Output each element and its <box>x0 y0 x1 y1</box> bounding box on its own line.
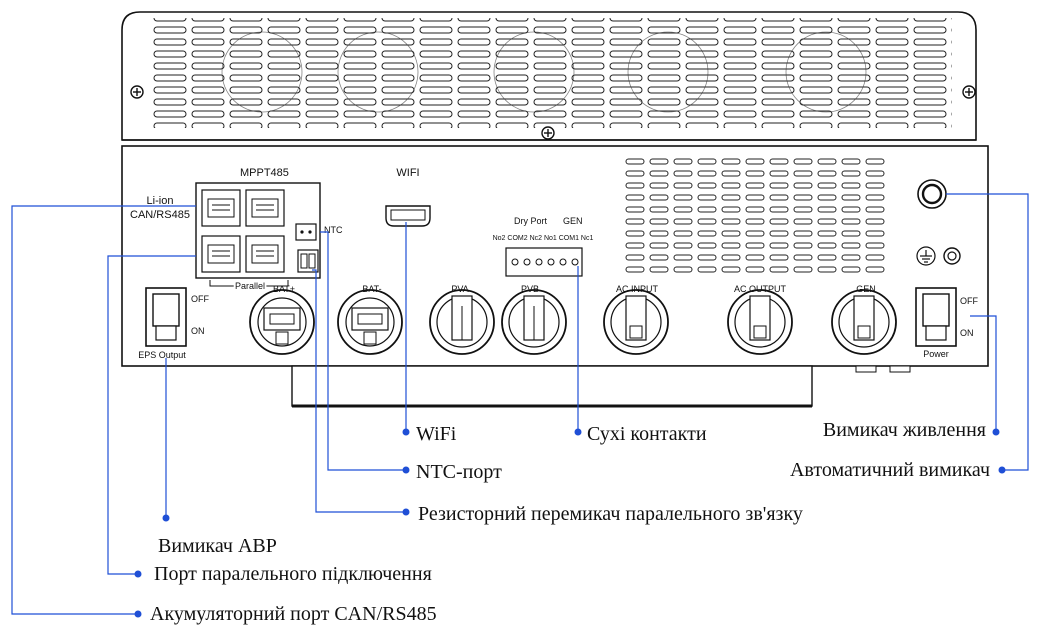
ntc-connector[interactable] <box>295 223 317 241</box>
wifi-port-label: WIFI <box>396 167 419 179</box>
mppt485-label: MPPT485 <box>240 167 289 179</box>
power-switch[interactable] <box>915 287 957 347</box>
ac-input-connector[interactable] <box>603 289 669 355</box>
can-rs485-label: CAN/RS485 <box>130 209 190 221</box>
wifi-port[interactable] <box>385 205 431 227</box>
comm-port-block <box>195 182 321 287</box>
eps-off-label: OFF <box>191 294 209 304</box>
ac-output-label: AC OUTPUT <box>734 284 787 294</box>
leader-parallel-port <box>107 255 196 575</box>
pva-connector[interactable] <box>429 289 495 355</box>
callout-leaders <box>11 193 1029 615</box>
screw-icon <box>962 85 976 99</box>
mounting-base <box>291 365 813 407</box>
dry-port-gen-label: GEN <box>563 216 583 226</box>
callout-breaker: Автоматичний вимикач <box>790 459 990 481</box>
ac-output-connector[interactable] <box>727 289 793 355</box>
rj45-port[interactable] <box>201 189 241 227</box>
callout-ntc-port: NTC-порт <box>416 461 502 483</box>
callout-parallel-port: Порт паралельного підключення <box>154 563 432 585</box>
leader-ntc <box>320 231 406 471</box>
screw-icon <box>541 126 555 140</box>
eps-output-label: EPS Output <box>138 350 186 360</box>
eps-output-switch[interactable] <box>145 287 187 347</box>
leader-power-switch <box>970 315 997 432</box>
gen-connector[interactable] <box>831 289 897 355</box>
bat-minus-terminal[interactable] <box>337 289 403 355</box>
power-off-label: OFF <box>960 296 978 306</box>
circuit-breaker-button[interactable] <box>917 179 947 209</box>
dry-port-label: Dry Port <box>514 216 548 226</box>
leader-breaker <box>946 193 1029 471</box>
callout-ats-switch: Вимикач АВР <box>158 535 277 557</box>
power-on-label: ON <box>960 328 974 338</box>
callout-wifi: WiFi <box>416 423 457 445</box>
ac-input-label: AC INPUT <box>616 284 659 294</box>
rj45-port[interactable] <box>201 235 241 273</box>
callout-dry-contacts: Сухі контакти <box>587 423 707 445</box>
pvb-label: PVB <box>521 284 539 294</box>
rj45-port[interactable] <box>245 189 285 227</box>
callout-dots <box>134 428 1006 618</box>
power-label: Power <box>923 349 949 359</box>
pvb-connector[interactable] <box>501 289 567 355</box>
bat-plus-label: BAT+ <box>273 284 295 294</box>
pva-label: PVA <box>451 284 468 294</box>
dry-port-pins-label: No2 COM2 Nc2 No1 COM1 Nc1 <box>493 235 594 242</box>
callout-power-switch: Вимикач живлення <box>823 419 986 441</box>
parallel-label: Parallel <box>235 281 265 291</box>
ground-screw-icon <box>943 247 961 265</box>
ntc-label: NTC <box>324 225 343 235</box>
bat-plus-terminal[interactable] <box>249 289 315 355</box>
bat-minus-label: BAT- <box>362 284 381 294</box>
li-ion-label: Li-ion <box>147 195 174 207</box>
screw-icon <box>130 85 144 99</box>
callout-battery-port: Акумуляторний порт CAN/RS485 <box>150 603 437 625</box>
ground-icon <box>916 246 936 266</box>
leader-battery-port <box>11 205 196 615</box>
top-casing <box>121 11 977 141</box>
dry-contact-terminal[interactable] <box>505 247 583 277</box>
eps-on-label: ON <box>191 326 205 336</box>
gen-label: GEN <box>856 284 876 294</box>
rj45-port[interactable] <box>245 235 285 273</box>
callout-parallel-resistor: Резисторний перемикач паралельного зв'яз… <box>418 503 803 525</box>
side-vent-grille <box>624 156 886 278</box>
leader-parallel-resistor <box>312 269 406 513</box>
dip-switch[interactable] <box>297 249 319 273</box>
